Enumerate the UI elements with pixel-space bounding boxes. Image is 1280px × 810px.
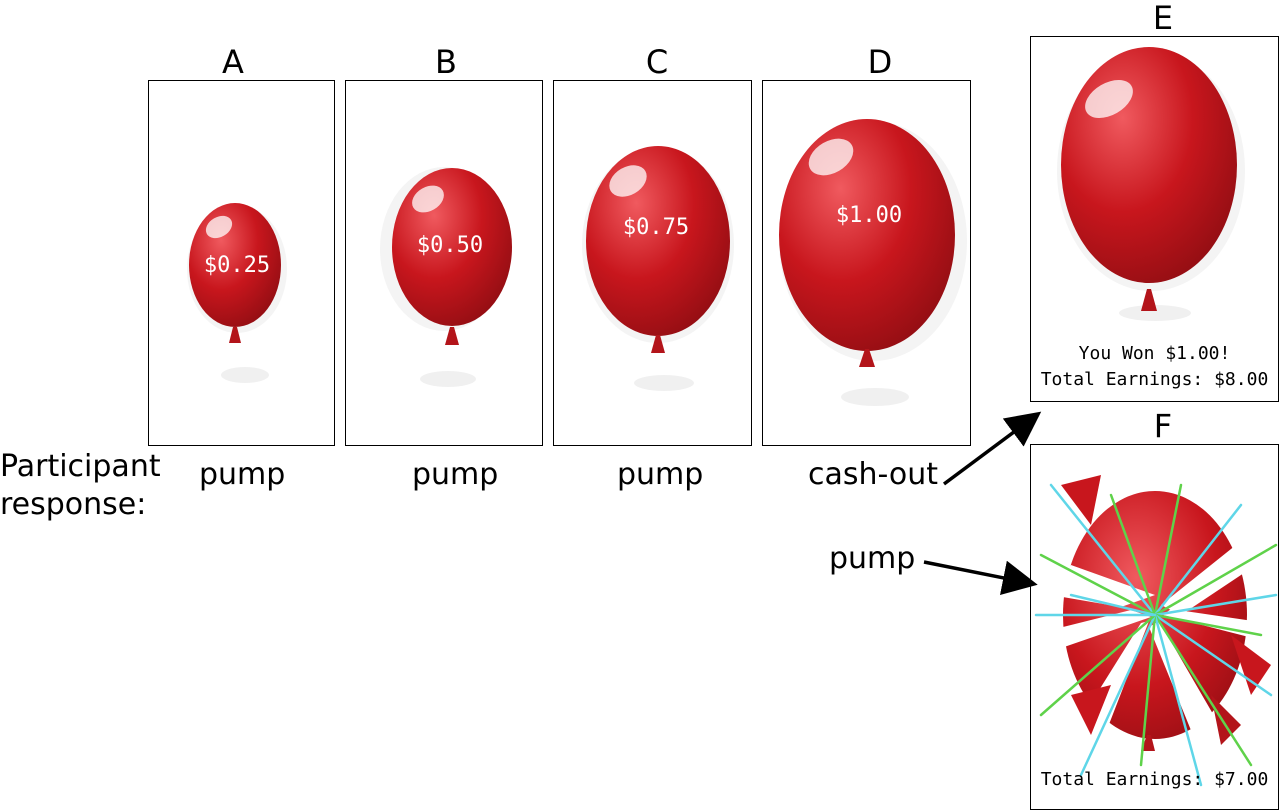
- panel-label-d: D: [867, 43, 893, 81]
- panel-b: $0.50: [345, 80, 543, 446]
- balloon-amount-b: $0.50: [416, 233, 484, 258]
- balloon-a: [187, 203, 287, 383]
- panel-e: You Won $1.00! Total Earnings: $8.00: [1030, 36, 1279, 402]
- panel-label-f: F: [1153, 407, 1173, 445]
- response-b: pump: [412, 457, 499, 492]
- balloon-amount-d: $1.00: [835, 203, 903, 228]
- panel-label-c: C: [645, 43, 669, 81]
- response-d: cash-out: [808, 457, 939, 492]
- panel-label-e: E: [1152, 0, 1174, 37]
- row-label-line2: response:: [0, 487, 147, 522]
- balloon-d: [779, 119, 967, 406]
- popped-balloon: [1031, 475, 1278, 787]
- response-a: pump: [199, 457, 286, 492]
- panel-a: $0.25: [148, 80, 335, 446]
- panel-label-b: B: [435, 43, 457, 81]
- win-message: You Won $1.00!: [1078, 343, 1231, 364]
- balloon-b: [380, 167, 512, 387]
- panel-d: $1.00: [762, 80, 971, 446]
- panel-c: $0.75: [553, 80, 752, 446]
- response-pump-f: pump: [829, 541, 916, 576]
- panel-label-a: A: [222, 43, 244, 81]
- total-earnings-f: Total Earnings: $7.00: [1040, 769, 1269, 790]
- response-c: pump: [617, 457, 704, 492]
- panel-f: Total Earnings: $7.00: [1030, 444, 1279, 810]
- total-earnings-e: Total Earnings: $8.00: [1040, 369, 1269, 390]
- arrow-to-f: [923, 560, 1038, 596]
- balloon-e: [1057, 47, 1245, 321]
- arrow-to-e: [942, 411, 1042, 486]
- balloon-amount-a: $0.25: [203, 253, 271, 278]
- balloon-c: [582, 146, 734, 391]
- row-label-line1: Participant: [0, 449, 161, 484]
- balloon-amount-c: $0.75: [622, 215, 690, 240]
